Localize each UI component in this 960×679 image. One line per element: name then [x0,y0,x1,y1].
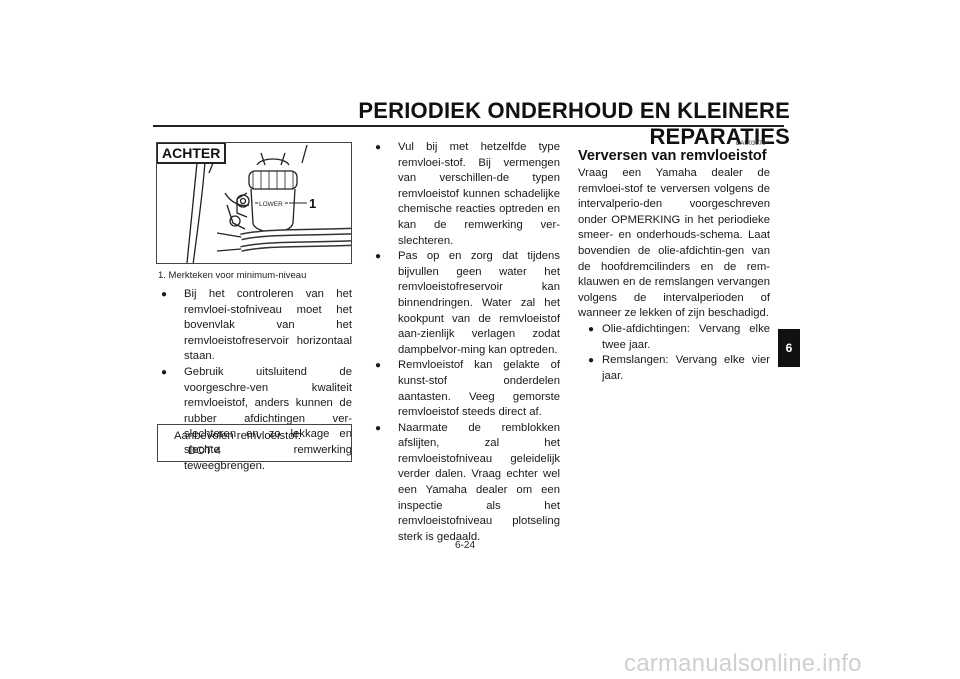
col1-bullet-list: ● Bij het controleren van het remvloei-st… [158,287,352,474]
list-item: ● Remvloeistof kan gelakte of kunst-stof … [372,358,560,420]
column-3: Vraag een Yamaha dealer de remvloei-stof… [578,166,770,384]
list-item: ● Pas op en zorg dat tijdens bijvullen ge… [372,249,560,358]
page-number: 6-24 [455,540,476,551]
bullet-icon: ● [161,289,168,300]
figure-caption: 1. Merkteken voor minimum-niveau [158,270,307,281]
section-heading: Verversen van remvloeistof [578,148,767,164]
bullet-text: Olie-afdichtingen: Vervang elke twee jaa… [602,322,770,351]
list-item: ● Vul bij met hetzelfde type remvloei-sto… [372,140,560,249]
bullet-text: Vul bij met hetzelfde type remvloei-stof… [398,141,560,247]
col2-bullet-list: ● Vul bij met hetzelfde type remvloei-sto… [372,140,560,545]
list-item: ● Naarmate de remblokken afslijten, zal h… [372,421,560,546]
recommended-fluid-label: Aanbevolen remvloeistof: [174,430,301,442]
bullet-text: Gebruik uitsluitend de voorgeschre-ven k… [184,365,352,472]
bullet-icon: ● [588,355,595,367]
bullet-text: Remvloeistof kan gelakte of kunst-stof o… [398,359,560,419]
column-1: ● Bij het controleren van het remvloei-st… [158,287,352,474]
section-paragraph: Vraag een Yamaha dealer de remvloei-stof… [578,167,770,320]
list-item: ● Gebruik uitsluitend de voorgeschre-ven … [158,365,352,474]
bullet-icon: ● [161,366,168,378]
lower-mark-label: LOWER [259,201,283,208]
callout-number: 1 [309,196,316,211]
chapter-tab: 6 [778,329,800,367]
bullet-text: Pas op en zorg dat tijdens bijvullen gee… [398,250,560,356]
bullet-icon: ● [588,323,595,335]
recommended-fluid-value: DOT 4 [188,445,222,457]
watermark: carmanualsonline.info [624,650,862,677]
header-rule [153,125,784,127]
column-2: ● Vul bij met hetzelfde type remvloei-sto… [372,140,560,545]
figure-label-achter: ACHTER [157,143,227,164]
bullet-text: Bij het controleren van het remvloei-sto… [184,288,352,363]
bullet-icon: ● [375,251,382,263]
section-code: DAU03976 [736,141,766,147]
bullet-text: Remslangen: Vervang elke vier jaar. [602,354,770,382]
list-item: ● Bij het controleren van het remvloei-st… [158,287,352,365]
bullet-icon: ● [375,422,382,434]
bullet-icon: ● [375,360,382,372]
page-header-title: PERIODIEK ONDERHOUD EN KLEINERE REPARATI… [358,98,790,149]
col3-bullet-list: ● Olie-afdichtingen: Vervang elke twee ja… [578,322,770,384]
reservoir-figure: LOWER 1 ACHTER [156,142,352,264]
list-item: ● Remslangen: Vervang elke vier jaar. [578,353,770,384]
list-item: ● Olie-afdichtingen: Vervang elke twee ja… [578,322,770,353]
recommended-fluid-box: Aanbevolen remvloeistof: DOT 4 [157,424,352,462]
bullet-text: Naarmate de remblokken afslijten, zal he… [398,421,560,543]
bullet-icon: ● [375,142,382,153]
rear-brake-reservoir-illustration: LOWER 1 [186,144,351,263]
